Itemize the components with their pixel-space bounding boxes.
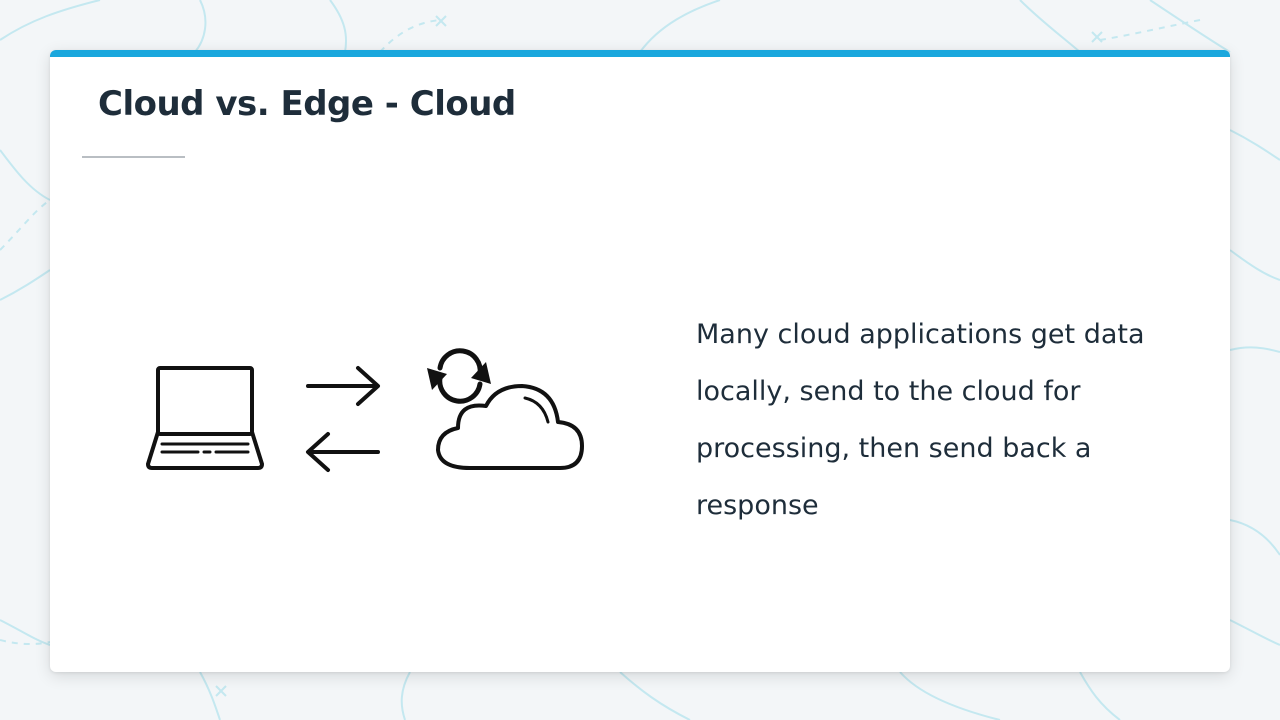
arrow-right-icon xyxy=(306,366,380,406)
slide-body-text: Many cloud applications get data locally… xyxy=(696,319,1145,521)
slide-title: Cloud vs. Edge - Cloud xyxy=(98,84,516,124)
title-divider xyxy=(82,156,185,158)
arrow-left-icon xyxy=(306,432,380,472)
accent-bar xyxy=(50,50,1230,57)
slide-card: Cloud vs. Edge - Cloud xyxy=(50,50,1230,672)
laptop-icon xyxy=(146,366,264,470)
cloud-roundtrip-illustration xyxy=(146,348,584,472)
sync-icon xyxy=(427,348,491,404)
cloud-icon xyxy=(436,384,584,470)
